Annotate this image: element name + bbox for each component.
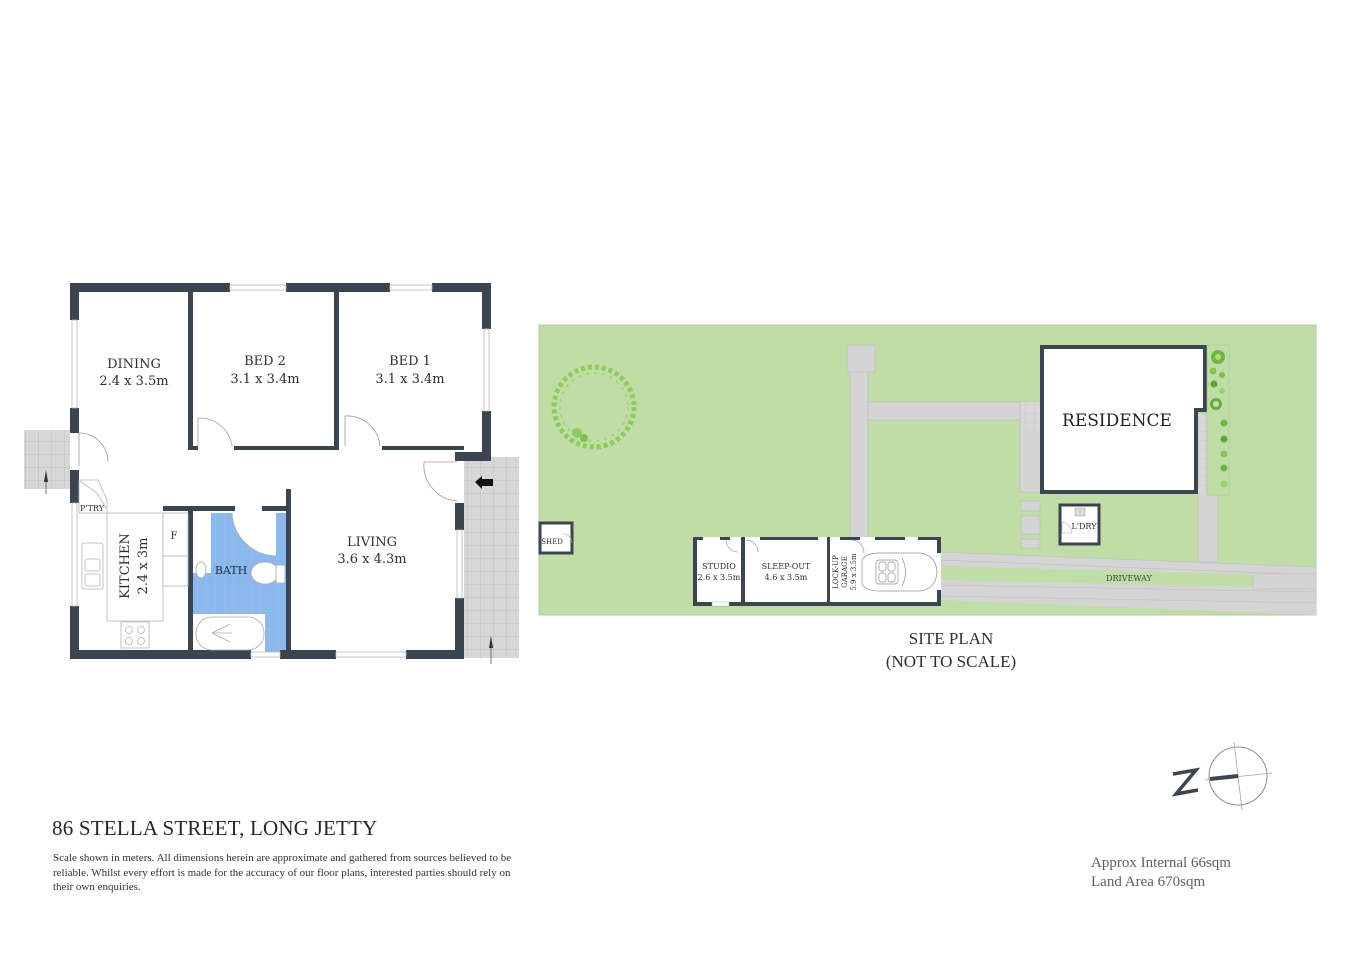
tree-icon (551, 364, 637, 450)
patio-arrow-icon (44, 470, 48, 482)
laundry: L'DRY (1058, 503, 1101, 546)
car-icon (861, 552, 938, 592)
site-plan: DRIVEWAY RESIDENCE L'DRY (538, 324, 1317, 616)
shed-label: SHED (541, 538, 563, 546)
bath-fixtures (195, 561, 286, 651)
entry-arrow-icon (475, 476, 493, 489)
room-dims-dining: 2.4 x 3.5m (99, 374, 168, 389)
outbuildings: STUDIO 2.6 x 3.5m SLEEP-OUT 4.6 x 3.5m L… (693, 537, 941, 607)
property-address: 86 STELLA STREET, LONG JETTY (52, 816, 378, 840)
room-label-living: LIVING (347, 535, 397, 550)
shed: SHED (538, 521, 574, 555)
site-plan-subtitle: (NOT TO SCALE) (885, 652, 1017, 671)
floor-plan: DINING 2.4 x 3.5m BED 2 3.1 x 3.4m BED 1… (24, 283, 519, 664)
garden-bed (1206, 344, 1230, 496)
walls (70, 283, 491, 659)
outbuilding-studio-label: STUDIO (702, 562, 736, 571)
internal-area: Approx Internal 66sqm (1091, 855, 1231, 871)
doors (78, 415, 458, 502)
disclaimer-text: Scale shown in meters. All dimensions he… (53, 852, 512, 893)
kitchen-fixtures (78, 479, 189, 649)
outbuilding-sleepout-dims: 4.6 x 3.5m (765, 573, 808, 582)
outbuilding-garage-dims: 5.9 x 3.5m (850, 553, 858, 591)
room-label-bed2: BED 2 (244, 354, 286, 369)
area-summary: Approx Internal 66sqm Land Area 670sqm (1091, 854, 1231, 892)
room-dims-kitchen: 2.4 x 3m (136, 538, 151, 595)
residence-label: RESIDENCE (1062, 411, 1172, 431)
room-labels: DINING 2.4 x 3.5m BED 2 3.1 x 3.4m BED 1… (80, 354, 445, 599)
driveway-label: DRIVEWAY (1106, 574, 1152, 583)
compass-n-label (1171, 767, 1201, 797)
room-label-bed1: BED 1 (389, 354, 431, 369)
outbuilding-sleepout-label: SLEEP-OUT (762, 562, 811, 571)
site-plan-title: SITE PLAN (908, 629, 994, 648)
residence: RESIDENCE (1040, 345, 1207, 494)
outbuilding-garage-label: LOCK-UP (832, 555, 840, 589)
outbuilding-studio-dims: 2.6 x 3.5m (698, 573, 741, 582)
room-label-dining: DINING (107, 357, 161, 372)
site-plan-caption: SITE PLAN (NOT TO SCALE) (851, 627, 1051, 673)
room-label-kitchen: KITCHEN (118, 533, 133, 599)
windows (71, 284, 490, 658)
north-compass-icon (1171, 741, 1273, 811)
room-dims-bed2: 3.1 x 3.4m (230, 372, 299, 387)
laundry-label: L'DRY (1072, 522, 1098, 531)
room-dims-bed1: 3.1 x 3.4m (375, 372, 444, 387)
room-label-bath: BATH (215, 564, 247, 577)
room-label-pantry: P'TRY (80, 504, 105, 513)
fridge-label: F (171, 531, 178, 542)
front-deck (464, 457, 519, 658)
land-area: Land Area 670sqm (1091, 874, 1206, 890)
room-dims-living: 3.6 x 4.3m (337, 552, 406, 567)
outbuilding-garage-label2: GARAGE (841, 556, 849, 588)
